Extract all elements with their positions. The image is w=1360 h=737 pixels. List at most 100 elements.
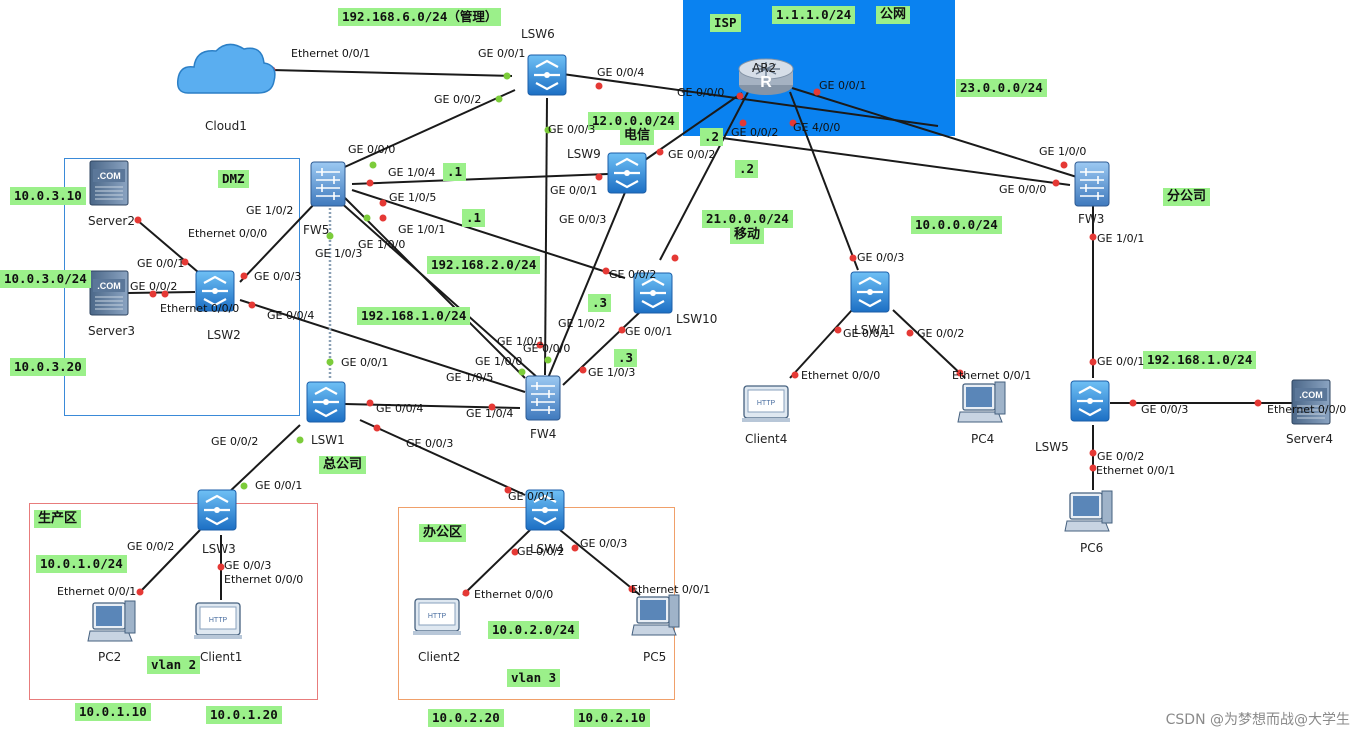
port-label: GE 4/0/0 bbox=[793, 121, 841, 134]
router-icon[interactable]: R bbox=[738, 58, 794, 95]
lsw9-name: LSW9 bbox=[567, 147, 601, 161]
ip-10-0-1-10-tag: 10.0.1.10 bbox=[75, 703, 151, 721]
port-label: GE 1/0/0 bbox=[475, 355, 523, 368]
pc4-name: PC4 bbox=[971, 432, 995, 446]
ip-10-0-3-20-tag: 10.0.3.20 bbox=[10, 358, 86, 376]
net-10-0-2-tag: 10.0.2.0/24 bbox=[488, 621, 579, 639]
switch-icon[interactable] bbox=[305, 380, 347, 424]
client-icon[interactable] bbox=[741, 385, 791, 423]
port-label: GE 0/0/2 bbox=[434, 93, 482, 106]
port-label: GE 1/0/1 bbox=[398, 223, 446, 236]
port-label: Ethernet 0/0/0 bbox=[224, 573, 304, 586]
port-label: GE 0/0/2 bbox=[517, 545, 565, 558]
dot1-a-tag: .1 bbox=[443, 163, 467, 181]
server-icon[interactable] bbox=[1291, 379, 1331, 425]
watermark: CSDN @为梦想而战@大学生 bbox=[1165, 712, 1350, 728]
port-label: GE 0/0/2 bbox=[130, 280, 178, 293]
ip-10-0-1-20-tag: 10.0.1.20 bbox=[206, 706, 282, 724]
port-label: Ethernet 0/0/0 bbox=[474, 588, 554, 601]
isp-tag: ISP bbox=[710, 14, 741, 32]
lsw5-name: LSW5 bbox=[1035, 440, 1069, 454]
lsw1-name: LSW1 bbox=[311, 433, 345, 447]
port-label: GE 1/0/5 bbox=[446, 371, 494, 384]
port-label: GE 1/0/2 bbox=[558, 317, 606, 330]
switch-icon[interactable] bbox=[526, 53, 568, 97]
production-zone bbox=[29, 503, 318, 700]
port-label: GE 0/0/1 bbox=[341, 356, 389, 369]
port-label: Ethernet 0/0/0 bbox=[1267, 403, 1347, 416]
net-10-0-3-tag: 10.0.3.0/24 bbox=[0, 270, 91, 288]
port-label: GE 0/0/2 bbox=[1097, 450, 1145, 463]
port-label: GE 1/0/2 bbox=[246, 204, 294, 217]
pc-icon[interactable] bbox=[87, 600, 136, 642]
lsw10-name: LSW10 bbox=[676, 312, 718, 326]
dot3-b-tag: .3 bbox=[614, 349, 638, 367]
pc-icon[interactable] bbox=[631, 594, 680, 636]
net-12-tag: 12.0.0.0/24 bbox=[588, 112, 679, 130]
pc-icon[interactable] bbox=[1064, 490, 1113, 532]
port-label: GE 0/0/1 bbox=[819, 79, 867, 92]
lsw3-name: LSW3 bbox=[202, 542, 236, 556]
port-label: GE 0/0/3 bbox=[1141, 403, 1189, 416]
firewall-icon[interactable] bbox=[525, 375, 561, 421]
ip-10-0-3-10-tag: 10.0.3.10 bbox=[10, 187, 86, 205]
mobile-tag: 移动 bbox=[730, 226, 765, 244]
server2-name: Server2 bbox=[88, 214, 135, 228]
switch-icon[interactable] bbox=[1069, 379, 1111, 423]
port-label: GE 1/0/0 bbox=[1039, 145, 1087, 158]
pc2-name: PC2 bbox=[98, 650, 122, 664]
port-label: GE 0/0/2 bbox=[127, 540, 175, 553]
net-192-1-hq-tag: 192.168.1.0/24 bbox=[357, 307, 471, 325]
svg-text:R: R bbox=[760, 74, 772, 91]
port-label: GE 0/0/1 bbox=[137, 257, 185, 270]
pc6-name: PC6 bbox=[1080, 541, 1104, 555]
switch-icon[interactable] bbox=[849, 270, 891, 314]
pc5-name: PC5 bbox=[643, 650, 667, 664]
firewall-icon[interactable] bbox=[1074, 161, 1110, 207]
pc-icon[interactable] bbox=[957, 381, 1006, 423]
net-23-tag: 23.0.0.0/24 bbox=[956, 79, 1047, 97]
port-label: GE 1/0/4 bbox=[466, 407, 514, 420]
fw3-name: FW3 bbox=[1078, 212, 1105, 226]
port-label: GE 0/0/2 bbox=[917, 327, 965, 340]
lsw2-name: LSW2 bbox=[207, 328, 241, 342]
port-label: GE 1/0/1 bbox=[1097, 232, 1145, 245]
client-icon[interactable] bbox=[193, 602, 243, 640]
port-label: GE 0/0/0 bbox=[677, 86, 725, 99]
lsw11-name: LSW11 bbox=[854, 323, 896, 337]
port-label: Ethernet 0/0/1 bbox=[57, 585, 137, 598]
port-label: GE 0/0/3 bbox=[548, 123, 596, 136]
port-label: GE 0/0/4 bbox=[267, 309, 315, 322]
switch-icon[interactable] bbox=[196, 488, 238, 532]
port-label: GE 0/0/1 bbox=[550, 184, 598, 197]
server4-name: Server4 bbox=[1286, 432, 1333, 446]
net-192-1-branch-tag: 192.168.1.0/24 bbox=[1143, 351, 1257, 369]
telecom-tag: 电信 bbox=[620, 127, 655, 145]
port-label: GE 0/0/1 bbox=[255, 479, 303, 492]
office-zone-tag: 办公区 bbox=[419, 524, 467, 542]
server-icon[interactable] bbox=[89, 160, 129, 206]
dot2-b-tag: .2 bbox=[735, 160, 759, 178]
isp-net-tag: 1.1.1.0/24 bbox=[772, 6, 856, 24]
port-label: GE 1/0/3 bbox=[315, 247, 363, 260]
port-label: GE 0/0/3 bbox=[580, 537, 628, 550]
client2-name: Client2 bbox=[418, 650, 461, 664]
server3-name: Server3 bbox=[88, 324, 135, 338]
port-label: Ethernet 0/0/0 bbox=[188, 227, 268, 240]
vlan2-tag: vlan 2 bbox=[147, 656, 201, 674]
vlan3-tag: vlan 3 bbox=[507, 669, 561, 687]
client-icon[interactable] bbox=[412, 598, 462, 636]
port-label: GE 0/0/0 bbox=[523, 342, 571, 355]
firewall-icon[interactable] bbox=[310, 161, 346, 207]
production-zone-tag: 生产区 bbox=[34, 510, 82, 528]
cloud-icon[interactable] bbox=[176, 43, 276, 94]
fw4-name: FW4 bbox=[530, 427, 557, 441]
client1-name: Client1 bbox=[200, 650, 243, 664]
server-icon[interactable] bbox=[89, 270, 129, 316]
port-label: GE 0/0/1 bbox=[625, 325, 673, 338]
port-label: Ethernet 0/0/1 bbox=[1096, 464, 1176, 477]
port-label: GE 0/0/3 bbox=[406, 437, 454, 450]
port-label: GE 1/0/3 bbox=[588, 366, 636, 379]
port-label: GE 0/0/2 bbox=[731, 126, 779, 139]
switch-icon[interactable] bbox=[606, 151, 648, 195]
